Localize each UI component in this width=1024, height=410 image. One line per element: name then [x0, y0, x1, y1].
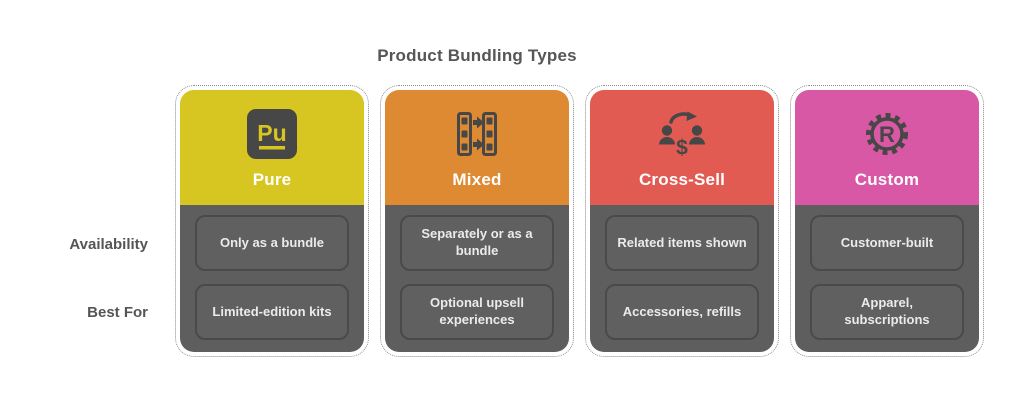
card-mixed: Mixed Separately or as a bundle Optional…: [380, 85, 574, 357]
custom-best-for-value: Apparel, subscriptions: [810, 284, 964, 340]
card-pure-header: Pu Pure: [180, 90, 364, 205]
cross-sell-availability-value: Related items shown: [605, 215, 759, 271]
card-custom-title: Custom: [854, 170, 920, 189]
custom-availability-value: Customer-built: [810, 215, 964, 271]
card-custom-body: Customer-built Apparel, subscriptions: [795, 205, 979, 352]
card-cross-sell-header: $ Cross-Sell: [590, 90, 774, 205]
cross-sell-people-dollar-icon: $: [654, 106, 710, 162]
cards-row: Pu Pure Only as a bundle Limited-edition…: [175, 85, 984, 357]
mixed-best-for-value: Optional upsell experiences: [400, 284, 554, 340]
card-cross-sell: $ Cross-Sell Related items shown Accesso…: [585, 85, 779, 357]
card-cross-sell-title: Cross-Sell: [638, 170, 726, 189]
cross-sell-dollar-glyph: $: [676, 137, 688, 160]
card-mixed-header: Mixed: [385, 90, 569, 205]
custom-r-glyph: R: [879, 122, 895, 147]
diagram-title: Product Bundling Types: [377, 46, 577, 65]
pure-best-for-value: Limited-edition kits: [195, 284, 349, 340]
row-label-best-for: Best For: [87, 304, 148, 321]
card-custom-header: R Custom: [795, 90, 979, 205]
card-cross-sell-body: Related items shown Accessories, refills: [590, 205, 774, 352]
mixed-strips-arrows-icon: [449, 106, 505, 162]
mixed-availability-value: Separately or as a bundle: [400, 215, 554, 271]
card-custom: R Custom Customer-built Apparel, subscri…: [790, 85, 984, 357]
card-mixed-body: Separately or as a bundle Optional upsel…: [385, 205, 569, 352]
pure-pu-badge-icon: Pu: [244, 106, 300, 162]
card-pure: Pu Pure Only as a bundle Limited-edition…: [175, 85, 369, 357]
pure-availability-value: Only as a bundle: [195, 215, 349, 271]
custom-gear-r-icon: R: [859, 106, 915, 162]
card-mixed-title: Mixed: [452, 170, 502, 189]
cross-sell-best-for-value: Accessories, refills: [605, 284, 759, 340]
card-pure-body: Only as a bundle Limited-edition kits: [180, 205, 364, 352]
pure-icon-text: Pu: [257, 120, 286, 146]
card-pure-title: Pure: [252, 170, 292, 189]
row-label-availability: Availability: [69, 236, 148, 253]
